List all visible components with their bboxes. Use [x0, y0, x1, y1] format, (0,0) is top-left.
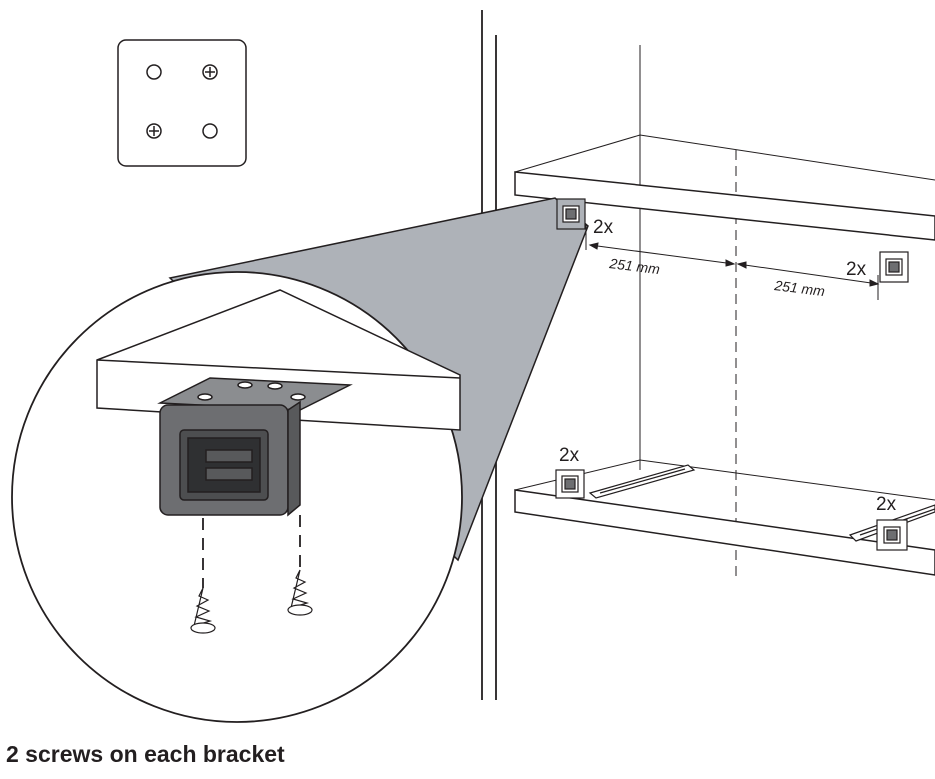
shelf-bracket-icon [880, 252, 908, 282]
instruction-caption: 2 screws on each bracket [6, 741, 285, 768]
shelf-bracket-icon [877, 520, 907, 550]
dimension-label-right: 251 mm [773, 277, 826, 299]
qty-label-bottom-left: 2x [559, 445, 580, 466]
shelf-rail-left [590, 465, 694, 498]
shelf-bracket-icon [557, 199, 585, 229]
qty-label-top-right: 2x [846, 259, 867, 280]
dimension-label-left: 251 mm [608, 255, 661, 277]
shelf-bracket-icon [556, 470, 584, 498]
four-hole-template-icon [118, 40, 246, 166]
qty-label-bottom-right: 2x [876, 494, 897, 515]
qty-label-top-left: 2x [593, 217, 614, 238]
